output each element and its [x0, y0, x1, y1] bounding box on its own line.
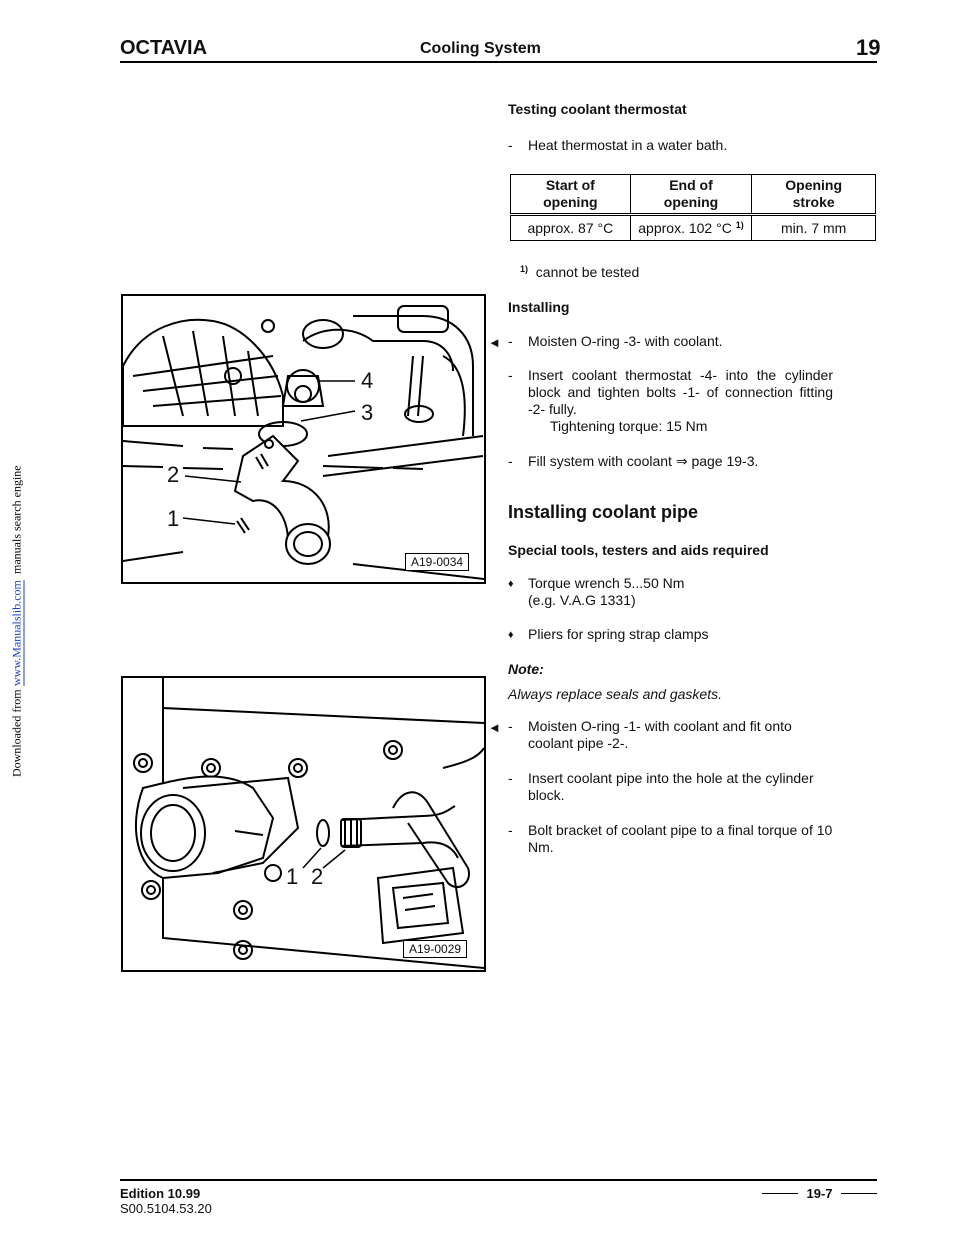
- tool-item-1: ♦ Torque wrench 5...50 Nm (e.g. V.A.G 13…: [508, 575, 685, 608]
- tool-item-2: ♦ Pliers for spring strap clamps: [508, 626, 709, 642]
- step-dash: -: [508, 137, 513, 153]
- footer-rule: [120, 1179, 877, 1181]
- pipe-step-2: - Insert coolant pipe into the hole at t…: [508, 770, 814, 803]
- installing-step-2: - Insert coolant thermostat -4- into the…: [508, 367, 833, 417]
- callout-2: 2: [167, 462, 180, 487]
- download-note-prefix: Downloaded from: [9, 688, 24, 777]
- figure-label: A19-0034: [405, 553, 470, 571]
- chapter-number: 19: [856, 35, 881, 60]
- page-number-text: 19-7: [806, 1186, 833, 1201]
- figure-coolant-pipe: 1 2 A19-0029: [121, 676, 486, 972]
- thermostat-illustration: [122, 305, 485, 580]
- figure-pointer-arrow: ◄: [488, 720, 501, 735]
- figure-thermostat: 4 3 2 1 A19-0034: [121, 294, 486, 584]
- table-cell-end: approx. 102 °C 1): [629, 214, 753, 241]
- page-number-rule-left: [762, 1193, 799, 1194]
- brand-title: OCTAVIA: [120, 37, 208, 59]
- pipe-step-3: - Bolt bracket of coolant pipe to a fina…: [508, 822, 833, 855]
- testing-step-text: Heat thermostat in a water bath.: [528, 137, 728, 153]
- section-title: Cooling System: [420, 40, 541, 57]
- callout-4: 4: [361, 368, 374, 393]
- page-number: 19-7: [762, 1186, 877, 1201]
- installing-heading: Installing: [508, 299, 570, 315]
- pipe-step-1: - Moisten O-ring -1- with coolant and fi…: [508, 718, 792, 751]
- download-note-suffix: manuals search engine: [9, 465, 24, 575]
- footnote-mark: 1): [520, 264, 529, 274]
- tightening-torque: Tightening torque: 15 Nm: [550, 418, 708, 434]
- manualslib-link[interactable]: www.Manualslib.com: [9, 580, 24, 686]
- table-row: approx. 87 °C approx. 102 °C 1) min. 7 m…: [510, 214, 876, 241]
- note-label: Note:: [508, 661, 544, 677]
- footnote: 1) cannot be tested: [520, 264, 639, 280]
- header-rule: [120, 61, 877, 63]
- callout-3: 3: [361, 400, 374, 425]
- edition: Edition 10.99: [120, 1186, 201, 1201]
- coolant-pipe-illustration: [133, 678, 485, 969]
- testing-step: - Heat thermostat in a water bath.: [508, 137, 833, 154]
- callout-2: 2: [311, 864, 324, 889]
- diamond-bullet-icon: ♦: [508, 578, 514, 590]
- tools-heading: Special tools, testers and aids required: [508, 542, 769, 558]
- document-number: S00.5104.53.20: [120, 1201, 212, 1216]
- callout-1: 1: [167, 506, 180, 531]
- table-cell-start: approx. 87 °C: [510, 214, 631, 241]
- diamond-bullet-icon: ♦: [508, 629, 514, 641]
- callout-1: 1: [286, 864, 299, 889]
- pipe-heading: Installing coolant pipe: [508, 502, 699, 522]
- page-number-rule-right: [840, 1193, 877, 1194]
- installing-step-3: - Fill system with coolant ⇒ page 19-3.: [508, 453, 759, 469]
- table-cell-stroke: min. 7 mm: [751, 214, 876, 241]
- figure-label: A19-0029: [403, 940, 468, 958]
- testing-heading: Testing coolant thermostat: [508, 101, 687, 117]
- installing-step-1: - Moisten O-ring -3- with coolant.: [508, 333, 723, 349]
- figure-pointer-arrow: ◄: [488, 335, 501, 350]
- download-note: Downloaded from www.Manualslib.com manua…: [6, 6, 28, 1236]
- note-text: Always replace seals and gaskets.: [508, 686, 722, 702]
- footnote-text: cannot be tested: [535, 264, 640, 280]
